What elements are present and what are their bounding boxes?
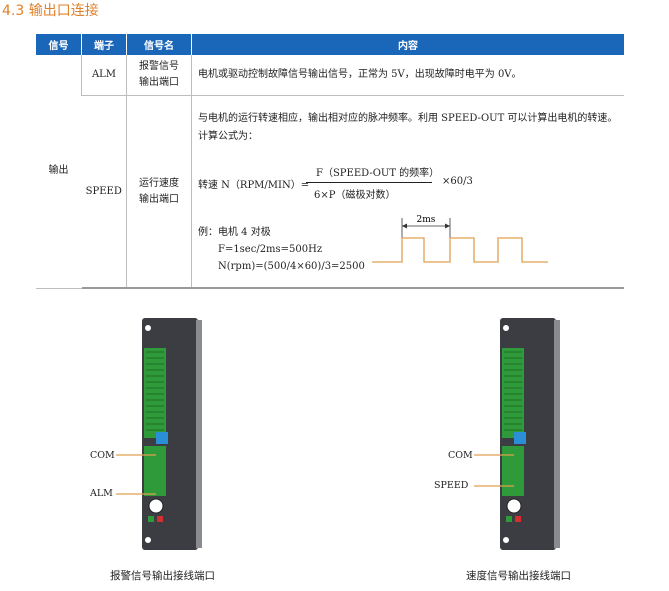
- driver-diagram-speed: [474, 318, 560, 550]
- mount-hole-top: [503, 325, 509, 331]
- example-line-1: 例：电机 4 对极: [198, 227, 271, 238]
- signal-name-alm: 报警信号 输出端口: [126, 55, 192, 96]
- terminal-stripes-top: [146, 351, 164, 431]
- led-green: [506, 516, 512, 522]
- fraction-bar: [306, 182, 432, 183]
- header-content: 内容: [191, 34, 624, 55]
- pulse-trace: [372, 237, 548, 263]
- status-led: [156, 432, 168, 444]
- formula-denominator: 6×P（磁极对数）: [314, 190, 396, 201]
- arrow-head-right: [445, 223, 450, 229]
- content-speed: 与电机的运行转速相应，输出相对应的脉冲频率。利用 SPEED-OUT 可以计算出…: [191, 95, 624, 289]
- label-com-left: COM: [90, 450, 115, 461]
- mount-hole-top: [145, 325, 151, 331]
- driver-side-edge: [196, 320, 202, 548]
- led-red: [157, 516, 163, 522]
- adjust-knob: [148, 498, 164, 514]
- mount-hole-bottom: [503, 537, 509, 543]
- content-alm: 电机或驱动控制故障信号输出信号，正常为 5V，出现故障时电平为 0V。: [191, 55, 624, 96]
- terminal-stripes-top: [504, 351, 522, 431]
- header-terminal: 端子: [81, 34, 127, 55]
- speed-formula: 转速 N（RPM/MIN）= F（SPEED-OUT 的频率） 6×P（磁极对数…: [198, 164, 618, 204]
- group-label: 输出: [36, 55, 82, 289]
- adjust-knob: [506, 498, 522, 514]
- signal-name-speed: 运行速度 输出端口: [126, 95, 192, 289]
- led-green: [148, 516, 154, 522]
- status-led: [514, 432, 526, 444]
- label-alm: ALM: [90, 488, 113, 499]
- pulse-waveform: 2ms: [372, 215, 548, 263]
- table-row-speed: SPEED 运行速度 输出端口 与电机的运行转速相应，输出相对应的脉冲频率。利用…: [36, 95, 624, 289]
- speed-description: 与电机的运行转速相应，输出相对应的脉冲频率。利用 SPEED-OUT 可以计算出…: [198, 113, 618, 142]
- caption-alm: 报警信号输出接线端口: [110, 570, 215, 582]
- period-label: 2ms: [417, 215, 436, 225]
- label-speed: SPEED: [434, 480, 469, 491]
- example-line-2: F=1sec/2ms=500Hz: [218, 244, 323, 255]
- output-spec-table: 信号 端子 信号名 内容 输出 ALM 报警信号 输出端口 电机或驱动控制故障信…: [36, 34, 624, 289]
- terminal-block-bottom: [502, 446, 524, 496]
- driver-diagram-alm: [116, 318, 202, 550]
- terminal-block-bottom: [144, 446, 166, 496]
- terminal-speed: SPEED: [81, 95, 127, 289]
- terminal-alm: ALM: [81, 55, 127, 96]
- table-row-alm: 输出 ALM 报警信号 输出端口 电机或驱动控制故障信号输出信号，正常为 5V，…: [36, 55, 624, 289]
- formula-tail: ×60/3: [442, 176, 473, 187]
- caption-speed: 速度信号输出接线端口: [466, 570, 571, 582]
- speed-example: 例：电机 4 对极 F=1sec/2ms=500Hz N(rpm)=(500/4…: [198, 224, 365, 275]
- formula-lhs: 转速 N（RPM/MIN）=: [198, 180, 310, 191]
- header-signal: 信号: [36, 34, 82, 55]
- driver-side-edge: [554, 320, 560, 548]
- section-title: 4.3 输出口连接: [2, 3, 99, 19]
- header-signal-name: 信号名: [126, 34, 192, 55]
- led-red: [515, 516, 521, 522]
- formula-numerator: F（SPEED-OUT 的频率）: [316, 168, 440, 179]
- example-line-3: N(rpm)=(500/4×60)/3=2500: [218, 261, 365, 272]
- mount-hole-bottom: [145, 537, 151, 543]
- label-com-right: COM: [448, 450, 473, 461]
- arrow-head-left: [402, 223, 407, 229]
